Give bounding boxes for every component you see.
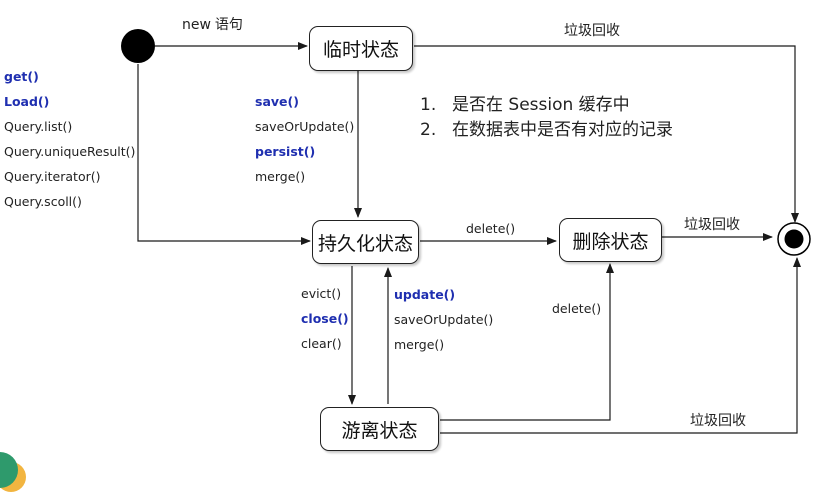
method-merge: merge() — [255, 169, 306, 184]
new-statement-label: new 语句 — [182, 18, 243, 32]
arrow-start-to-persistent — [137, 64, 311, 245]
new-suffix: 语句 — [214, 17, 243, 33]
method-load: Load() — [4, 94, 50, 109]
state-transient: 临时状态 — [309, 26, 413, 71]
state-persistent: 持久化状态 — [312, 220, 419, 264]
method-evict: evict() — [301, 286, 342, 301]
gc-label-bottom: 垃圾回收 — [690, 413, 746, 429]
method-save: save() — [255, 94, 299, 109]
method-merge-2: merge() — [394, 337, 445, 352]
new-keyword: new — [182, 17, 211, 33]
method-close: close() — [301, 311, 349, 326]
method-persist: persist() — [255, 144, 316, 159]
transition-arrows — [121, 29, 811, 434]
initial-state-node — [121, 29, 155, 63]
note-2: 2. 在数据表中是否有对应的记录 — [420, 122, 673, 139]
note-2-number: 2. — [420, 120, 437, 140]
method-query-uniqueresult: Query.uniqueResult() — [4, 144, 136, 159]
note-1-number: 1. — [420, 95, 437, 115]
delete-label-top: delete() — [466, 221, 516, 236]
gc-label-top: 垃圾回收 — [564, 23, 620, 39]
method-saveorupdate: saveOrUpdate() — [255, 119, 355, 134]
method-clear: clear() — [301, 336, 342, 351]
state-detached: 游离状态 — [320, 407, 439, 451]
arrow-transient-to-end — [414, 45, 799, 223]
note-2-text: 在数据表中是否有对应的记录 — [452, 120, 673, 140]
arrow-detached-to-removed — [440, 263, 614, 421]
state-removed: 删除状态 — [559, 218, 662, 262]
method-update: update() — [394, 287, 456, 302]
note-1-text: 是否在 Session 缓存中 — [452, 95, 630, 115]
method-get: get() — [4, 69, 39, 84]
arrow-detached-to-end — [440, 257, 801, 434]
note-1: 1. 是否在 Session 缓存中 — [420, 97, 630, 114]
gc-label-right: 垃圾回收 — [684, 217, 740, 233]
method-query-iterator: Query.iterator() — [4, 169, 101, 184]
method-saveorupdate-2: saveOrUpdate() — [394, 312, 494, 327]
method-query-list: Query.list() — [4, 119, 73, 134]
delete-label-bottom: delete() — [552, 301, 602, 316]
method-query-scoll: Query.scoll() — [4, 194, 82, 209]
